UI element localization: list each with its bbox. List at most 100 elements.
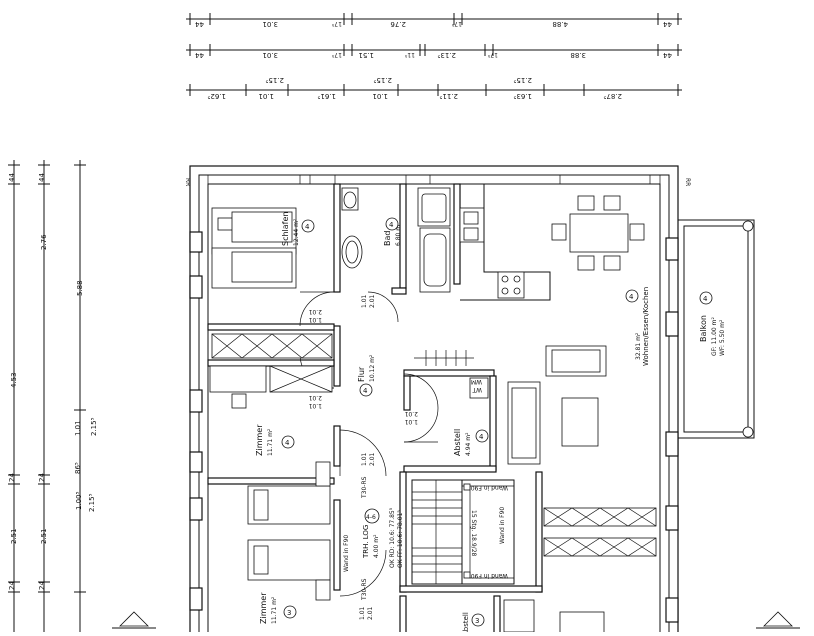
dim-top-r2-0: 44 <box>195 51 204 59</box>
room-balkon-marker: 4 <box>703 295 708 303</box>
balcony <box>677 219 755 439</box>
dim-top-r2-4: 11⁵ <box>404 51 415 58</box>
dim-left-c1-4: 24 <box>8 581 16 590</box>
dim-left-c4-2: 2.15⁵ <box>90 417 98 436</box>
dim-left-c4-0: 5.88 <box>76 280 84 296</box>
room-bad-name: Bad <box>383 231 392 246</box>
dim-top-r1-5: 4.88 <box>552 20 568 28</box>
label-wand-f90-left: Wand in F90 <box>343 535 350 572</box>
dim-left-c2-2: 24 <box>38 473 46 482</box>
top-dimension-chains: 44 3.01 17⁵ 2.76 17⁵ 4.88 44 44 3.01 17⁵… <box>186 13 682 100</box>
furniture <box>209 183 657 636</box>
room-zimmer1-area: 11.71 m² <box>267 428 274 456</box>
section-markers <box>112 611 800 629</box>
room-schlafen-name: Schlafen <box>281 212 290 246</box>
interior-walls <box>207 183 543 636</box>
stairs: 15 Stg. 18.9/28 Wand in F90 Wand in F90 … <box>411 479 515 585</box>
dim-top-r3-0: 1.62⁵ <box>207 92 226 100</box>
dim-top-r3-7: 1.63⁵ <box>513 92 532 100</box>
dim-top-r1-4: 17⁵ <box>451 20 462 27</box>
room-balkon-name: Balkon <box>699 315 708 342</box>
label-wand-f90-stair-side: Wand in F90 <box>499 507 506 544</box>
room-trh-name: TRH. LOG <box>362 525 370 559</box>
dim-top-r2-2: 17⁵ <box>331 51 342 58</box>
dim-top-r2-6: 17⁵ <box>487 51 498 58</box>
door-label-6-bottom: 2.01 <box>367 606 374 620</box>
dim-top-r2-8: 44 <box>663 51 672 59</box>
room-balkon-area-gf: GF: 11.00 m² <box>711 317 718 356</box>
dim-top-r3-4: 1.01 <box>372 92 388 100</box>
room-zimmer2-marker: 3 <box>287 609 291 617</box>
door-labels: 2.01 1.01 2.01 1.01 2.01 1.01 1.01 2.01 … <box>308 294 482 620</box>
room-wohnen-name: Wohnen/Essen/Kochen <box>642 287 650 366</box>
label-rr-right: RR <box>684 178 691 186</box>
dim-top-r3-9: 2.87⁵ <box>603 92 622 100</box>
dim-top-r3-3: 1.61⁵ <box>317 92 336 100</box>
room-abstell-area: 4.94 m² <box>465 432 472 456</box>
dim-top-r3-5: 2.15⁵ <box>373 76 392 84</box>
door-label-3-bottom: 1.01 <box>404 418 418 425</box>
label-wt: WT <box>472 386 482 393</box>
room-flur-area: 10.12 m² <box>369 354 376 382</box>
dim-left-c2-4: 24 <box>38 581 46 590</box>
door-label-1-bottom: 1.01 <box>308 316 322 323</box>
label-ok-ff: OK FF: 10.6: 78.01⁵ <box>397 510 404 568</box>
room-zimmer2-area: 11.71 m² <box>271 596 278 624</box>
dim-top-r1-6: 44 <box>663 20 672 28</box>
room-abstell-marker: 4 <box>479 433 484 441</box>
dim-top-r3-2: 2.15⁵ <box>265 76 284 84</box>
door-label-4-bottom: 2.01 <box>369 294 376 308</box>
dim-top-r1-2: 17⁵ <box>331 20 342 27</box>
room-flur-name: Flur <box>357 366 366 382</box>
dim-left-c1-0: 44 <box>8 173 16 182</box>
room-abstell2-name: Abstell <box>462 612 470 632</box>
door-label-t30-lower: T30-RS <box>361 578 368 601</box>
room-abstell-name: Abstell <box>453 429 462 456</box>
room-schlafen-area: 12.44 m² <box>293 218 300 246</box>
door-label-5-bottom: 2.01 <box>369 452 376 466</box>
dim-top-r1-1: 3.01 <box>262 20 278 28</box>
door-label-2-top: 2.01 <box>308 394 322 401</box>
dim-left-c2-0: 44 <box>38 173 46 182</box>
door-label-4-top: 1.01 <box>361 294 368 308</box>
dim-top-r3-8: 2.15⁵ <box>513 76 532 84</box>
dim-top-r1-0: 44 <box>195 20 204 28</box>
dim-top-r3-6: 2.11⁵ <box>439 92 458 100</box>
room-bad-area: 6.80 m² <box>395 222 402 246</box>
dim-left-c4-4: 1.00⁵ <box>75 491 83 510</box>
room-wohnen-area: 32.81 m² <box>635 332 642 360</box>
label-ok-rd: OK RD: 10.6: 77.85⁵ <box>389 507 396 568</box>
room-trh-marker: 4-6 <box>366 514 376 521</box>
dim-left-c1-2: 24 <box>8 473 16 482</box>
room-zimmer1-marker: 4 <box>285 439 290 447</box>
dim-left-c4-5: 2.15⁵ <box>88 493 96 512</box>
door-label-1-top: 2.01 <box>308 308 322 315</box>
door-label-6-top: 1.01 <box>359 606 366 620</box>
dim-left-c2-1: 2.76 <box>40 234 48 250</box>
door-label-t30-upper: T30-RS <box>361 476 368 499</box>
door-label-3-top: 2.01 <box>404 410 418 417</box>
room-trh-area: 4.00 m² <box>373 534 380 558</box>
room-bad-marker: 4 <box>389 221 394 229</box>
dim-left-c4-3: 86⁵ <box>74 462 82 474</box>
room-zimmer1-name: Zimmer <box>255 424 264 456</box>
dim-left-c4-1: 1.01 <box>74 420 82 436</box>
dim-top-r2-1: 3.01 <box>262 51 278 59</box>
label-stg: 15 Stg. 18.9/28 <box>470 510 477 557</box>
door-label-2-bottom: 1.01 <box>308 402 322 409</box>
label-rr-left: RR <box>184 178 191 186</box>
dim-left-c1-1: 4.53 <box>10 372 18 388</box>
left-dimension-chains: 44 4.53 24 2.51 24 44 2.76 24 2.51 24 5.… <box>8 160 98 632</box>
room-schlafen-marker: 4 <box>305 223 310 231</box>
label-wm: WM <box>471 378 482 385</box>
dim-top-r2-7: 3.88 <box>570 51 586 59</box>
dim-top-r1-3: 2.76 <box>390 20 406 28</box>
dim-left-c2-3: 2.51 <box>40 528 48 544</box>
label-wand-f90-stair-top: Wand in F90 <box>471 484 508 491</box>
room-wohnen-marker: 4 <box>629 293 634 301</box>
room-labels: Schlafen 12.44 m² 4 Bad 6.80 m² 4 Wohnen… <box>255 212 726 636</box>
room-abstell2-marker: 3 <box>475 617 479 625</box>
label-wand-f90-stair-bottom: Wand in F90 <box>471 572 508 579</box>
dim-top-r3-1: 1.01 <box>258 92 274 100</box>
